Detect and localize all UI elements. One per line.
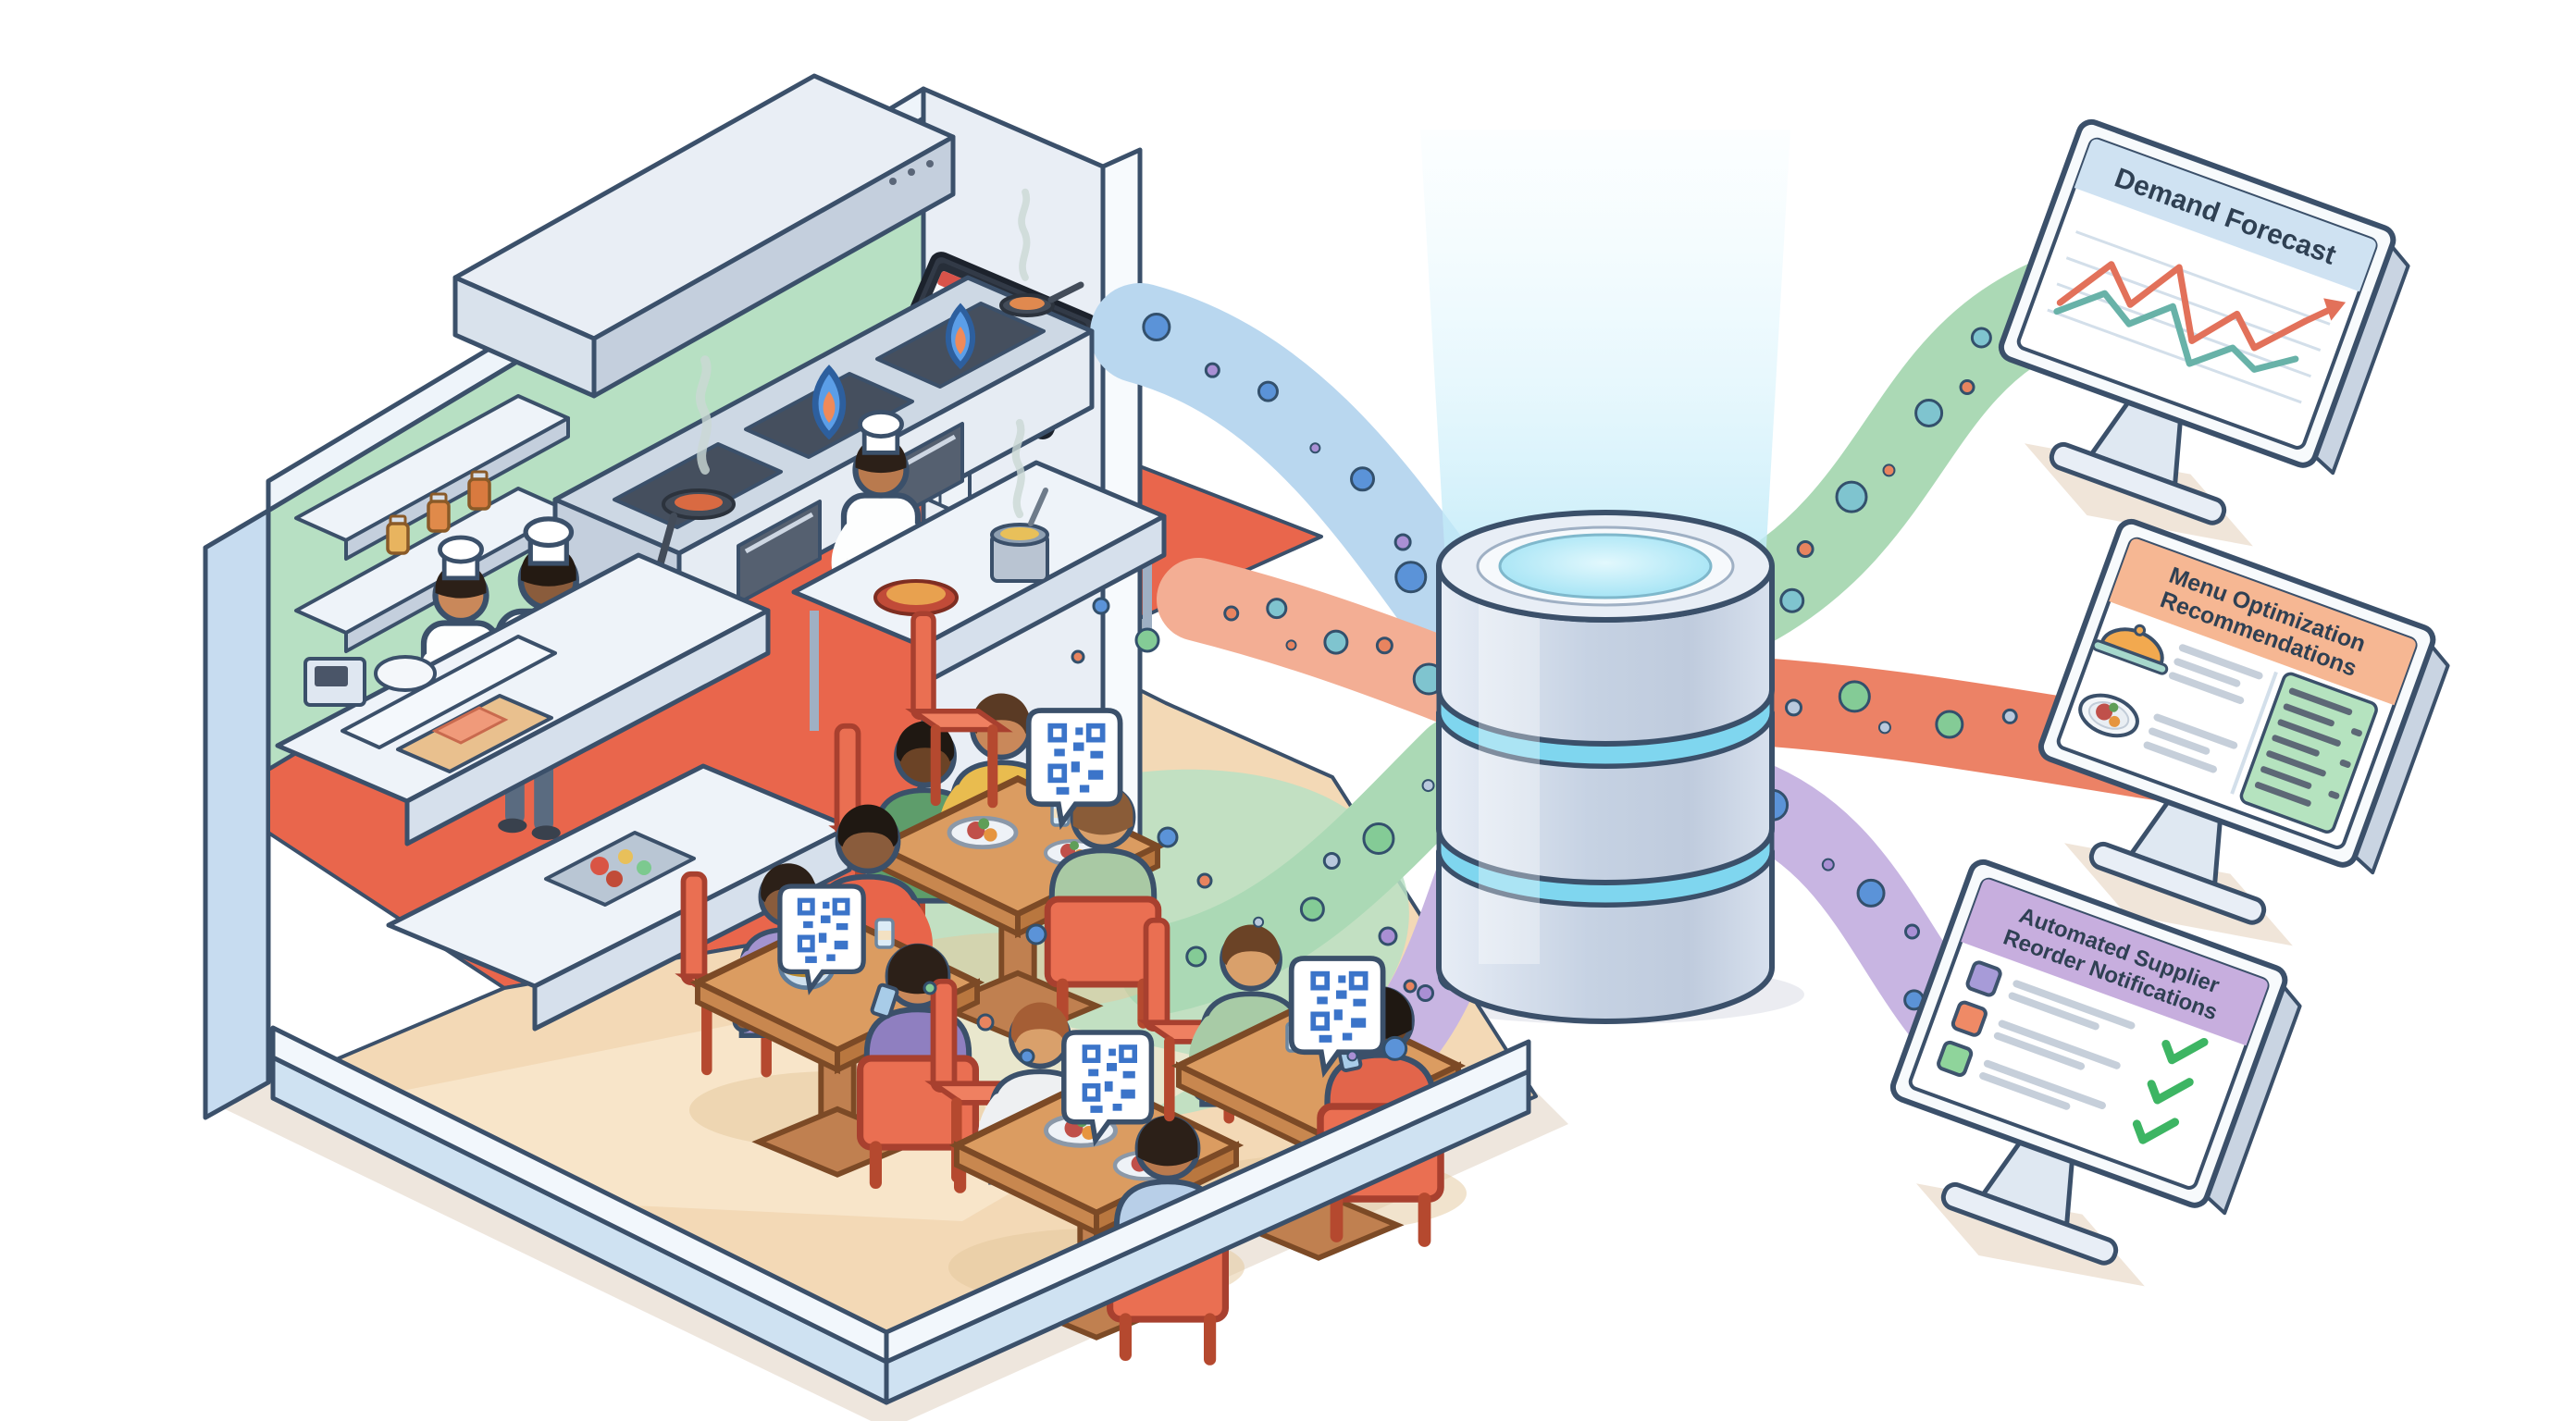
data-dot — [1299, 896, 1325, 922]
smartphone-icon — [870, 982, 899, 1019]
glass-icon — [874, 918, 895, 949]
serving-tray-icon — [544, 831, 696, 907]
qr-code-bubble-icon — [1292, 958, 1383, 1071]
data-dot — [1914, 398, 1944, 427]
data-dot — [1959, 379, 1975, 396]
monitor-base — [1940, 1181, 2119, 1266]
steam-icon — [1016, 423, 1022, 514]
data-dot — [1266, 598, 1288, 620]
monitor-base — [2049, 441, 2227, 525]
data-dot — [1322, 851, 1341, 870]
screen-header — [2109, 538, 2416, 706]
data-dot — [1421, 779, 1435, 793]
plate-icon — [949, 818, 1016, 846]
trend-arrow-icon — [2323, 298, 2347, 321]
data-dot — [1185, 945, 1208, 968]
database-glow-beam — [1420, 130, 1790, 562]
steam-icon — [1022, 192, 1027, 278]
checklist-square-purple — [1965, 960, 2002, 997]
data-dot — [1882, 463, 1896, 477]
data-dot — [1835, 480, 1868, 513]
data-dot — [1796, 540, 1814, 559]
kitchen-terminal-icon — [303, 657, 366, 707]
exhaust-hood-icon — [452, 73, 956, 399]
monitor-base — [2088, 841, 2267, 925]
stock-pot-icon — [990, 488, 1049, 583]
data-dot — [1257, 380, 1279, 402]
pan-on-stove-right — [999, 281, 1084, 317]
data-dot — [1142, 312, 1171, 341]
prep-counter — [275, 538, 771, 846]
data-dot — [1393, 533, 1412, 551]
dish-plate-icon — [2078, 693, 2139, 738]
chart-line-teal — [2053, 290, 2299, 373]
data-dot — [1285, 639, 1297, 651]
database-top-glow — [1498, 533, 1713, 599]
checklist-square-orange — [1951, 1000, 1988, 1037]
chart-line-red — [2056, 261, 2309, 352]
checklist-square-green — [1937, 1040, 1974, 1077]
data-dot — [1779, 587, 1805, 613]
cloche-icon — [2091, 624, 2169, 675]
mixing-bowl-icon — [873, 579, 959, 616]
jar-icon — [427, 492, 451, 533]
data-dot — [1877, 721, 1891, 735]
recommendations-lines — [2254, 687, 2362, 807]
data-dot — [1350, 466, 1376, 492]
stream-dining-data — [1120, 716, 1502, 1014]
data-dot — [1362, 822, 1395, 856]
gas-flame-icon — [815, 369, 843, 435]
kitchen-island — [791, 412, 1167, 786]
jar-icon — [467, 470, 491, 511]
data-dot — [1785, 698, 1803, 717]
checklist-lines — [1979, 980, 2136, 1110]
data-dot — [1223, 605, 1240, 622]
front-walls — [270, 1025, 1531, 1405]
stream-menu-board-data — [1090, 283, 1495, 649]
monitor-menu-optimization: Menu Optimization Recommendations — [2037, 518, 2450, 946]
covered-dish-icon — [374, 655, 437, 692]
forecast-chart — [2047, 230, 2347, 404]
data-dot — [1253, 916, 1265, 928]
database-icon — [1436, 510, 1775, 1024]
screen-header — [2074, 139, 2376, 292]
data-dot — [1417, 983, 1435, 1002]
data-dot — [1204, 362, 1220, 378]
data-dot — [1838, 680, 1871, 713]
checkmark-icons — [2132, 1037, 2209, 1144]
jar-icon — [386, 514, 410, 555]
data-dot — [2001, 708, 2018, 724]
screen-header — [1961, 879, 2268, 1046]
data-dot — [1821, 858, 1835, 871]
data-dot — [1382, 1035, 1408, 1061]
reorder-checklist — [1937, 960, 2209, 1144]
gas-flame-icon — [948, 307, 972, 365]
data-dot — [1394, 561, 1428, 594]
menu-text-lines — [2143, 644, 2263, 773]
data-dot — [1904, 923, 1921, 940]
scatter-dots — [923, 597, 1418, 1065]
burner — [613, 442, 783, 529]
left-wall — [203, 508, 271, 1120]
qr-code-bubble-icon — [1064, 1032, 1152, 1141]
qr-code-bubble-icon — [780, 886, 863, 989]
data-dot — [1935, 710, 1964, 739]
qr-code-bubble-icon — [1029, 710, 1121, 823]
data-dot — [1346, 1050, 1358, 1062]
monitor-supplier-reorder: Automated Supplier Reorder Notifications — [1889, 859, 2302, 1287]
data-dot — [1323, 629, 1349, 655]
dining-table-group — [684, 805, 978, 1188]
data-dot — [1856, 878, 1886, 908]
monitor-demand-forecast: Demand Forecast — [1998, 118, 2410, 547]
menu-recommendations-content — [2078, 624, 2378, 834]
data-dot — [1309, 442, 1321, 454]
steam-icon — [700, 360, 707, 470]
oven-door — [737, 500, 822, 605]
data-dot — [1375, 636, 1393, 655]
data-dot — [1970, 327, 1992, 349]
counter-divider — [341, 635, 557, 749]
